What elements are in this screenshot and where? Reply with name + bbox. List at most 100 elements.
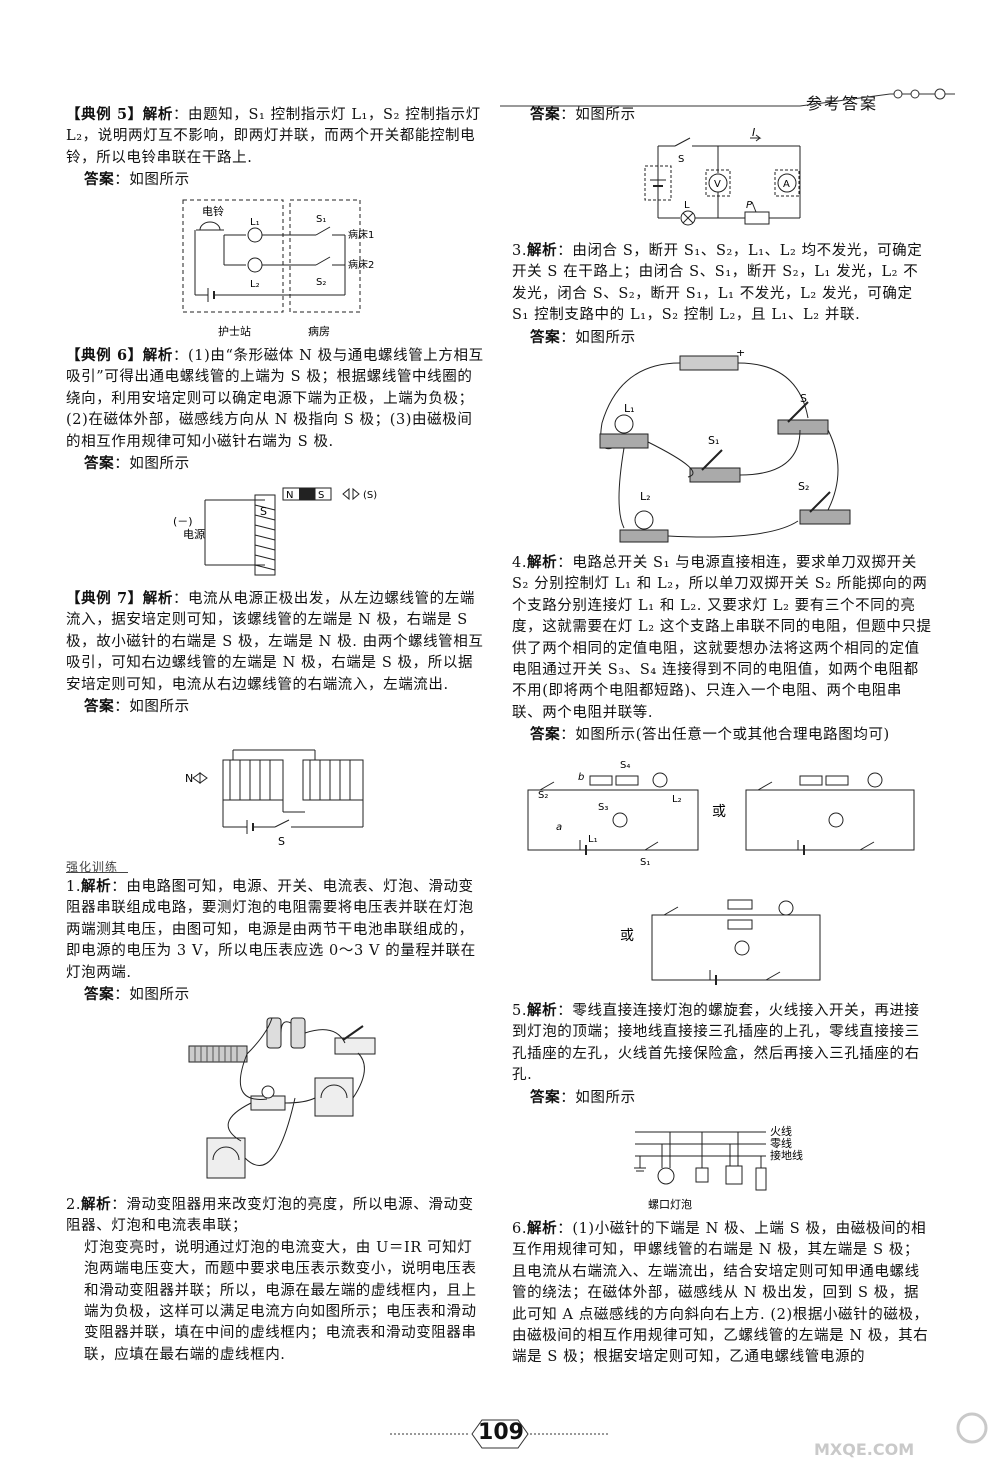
label-nurse-station: 护士站 xyxy=(218,324,251,338)
left-column: 【典例 5】解析：由题知，S₁ 控制指示灯 L₁，S₂ 控制指示灯 L₂，说明两… xyxy=(66,104,484,192)
example-5-tag: 【典例 5】 xyxy=(66,106,143,123)
label-l1: L₁ xyxy=(624,402,635,415)
analysis-label: 解析 xyxy=(527,242,558,259)
page-number-badge xyxy=(390,1419,610,1449)
label-voltmeter: V xyxy=(714,179,721,190)
answer-text: ：如图所示 xyxy=(560,1089,636,1106)
label-coil-s: S xyxy=(260,505,267,518)
answer-label: 答案 xyxy=(84,698,115,716)
question-4-block: 4.解析：电路总开关 S₁ 与电源直接相连，要求单刀双掷开关 S₂ 分别控制灯 … xyxy=(512,552,932,747)
circuit-option-3 xyxy=(651,899,821,985)
label-s: S xyxy=(278,835,285,848)
label-screw-bulb: 螺口灯泡 xyxy=(648,1197,692,1211)
header-rule xyxy=(500,88,955,107)
label-slider-p: P xyxy=(746,200,753,211)
circuit-option-2 xyxy=(745,772,915,855)
label-bed2: 病床2 xyxy=(348,258,374,271)
label-ward: 病房 xyxy=(308,324,330,338)
figure-q4-circuits: S₂ S₄ S₃ b a L₂ L₁ S₁ 或 或 xyxy=(527,760,915,985)
question-1-block: 1.解析：由电路图可知，电源、开关、电流表、灯泡、滑动变阻器串联组成电路，要测灯… xyxy=(66,876,484,1006)
analysis-label: 解析 xyxy=(527,554,558,571)
label-s1: S₁ xyxy=(708,434,719,447)
q2-text-2: 灯泡变亮时，说明通过灯泡的电流变大，由 U＝IR 可知灯泡两端电压变大，而题中要… xyxy=(84,1239,477,1363)
analysis-label: 解析 xyxy=(142,106,173,123)
label-magnet-s: S xyxy=(318,490,324,501)
right-answer-1: 答案：如图所示 xyxy=(512,104,932,126)
example-5: 【典例 5】解析：由题知，S₁ 控制指示灯 L₁，S₂ 控制指示灯 L₂，说明两… xyxy=(66,104,484,169)
label-s1: S₁ xyxy=(316,214,326,225)
label-current: I xyxy=(752,128,755,139)
label-lamp: L xyxy=(684,200,690,211)
figure-example-7: N S xyxy=(185,749,364,848)
q6-number: 6. xyxy=(512,1221,528,1237)
label-ammeter: A xyxy=(783,179,790,190)
label-l2: L₂ xyxy=(640,490,651,503)
question-6-block: 6.解析：(1)小磁针的下端是 N 极、上端 S 极，由磁极间的相互作用规律可知… xyxy=(512,1218,932,1369)
q6-text: ：(1)小磁针的下端是 N 极、上端 S 极，由磁极间的相互作用规律可知，甲螺线… xyxy=(512,1221,929,1366)
figure-example-6: (－) 电源 S N S (S) xyxy=(173,487,377,576)
label-s2: S₂ xyxy=(798,480,809,493)
answer-label: 答案 xyxy=(530,328,561,346)
analysis-label: 解析 xyxy=(527,1002,558,1019)
figure-example-5: 电铃 L₁ L₂ S₁ S₂ 病床1 病床2 护士站 病房 xyxy=(182,199,374,338)
question-2-block: 2.解析：滑动变阻器用来改变灯泡的亮度，所以电源、滑动变阻器、灯泡和电流表串联；… xyxy=(66,1194,484,1366)
analysis-label: 解析 xyxy=(142,347,173,364)
label-s2: S₂ xyxy=(538,790,548,801)
answer-text: ：如图所示 xyxy=(114,172,190,189)
example-5-text: ：由题知，S₁ 控制指示灯 L₁，S₂ 控制指示灯 L₂，说明两灯互不影响，即两… xyxy=(66,107,481,166)
figure-q3-apparatus: L₁ L₂ S S₁ S₂ + xyxy=(599,350,851,543)
answer-text: ：如图所示(答出任意一个或其他合理电路图均可) xyxy=(560,727,890,744)
q5-number: 5. xyxy=(512,1003,528,1019)
label-l1: L₁ xyxy=(588,834,598,845)
example-7-block: 【典例 7】解析：电流从电源正极出发，从左边螺线管的左端流入，据安培定则可知，该… xyxy=(66,588,484,718)
page-number: 109 xyxy=(478,1420,524,1445)
circuit-option-1: S₂ S₄ S₃ b a L₂ L₁ S₁ xyxy=(527,760,699,868)
answer-label: 答案 xyxy=(84,986,115,1004)
section-training: 强化训练 xyxy=(66,860,119,874)
figure-q1-apparatus xyxy=(188,1017,376,1179)
question-5-block: 5.解析：零线直接连接灯泡的螺旋套，火线接入开关，再进接到灯泡的顶端；接地线直接… xyxy=(512,1000,932,1109)
q4-text: ：电路总开关 S₁ 与电源直接相连，要求单刀双掷开关 S₂ 分别控制灯 L₁ 和… xyxy=(512,555,932,721)
label-s3: S₃ xyxy=(598,802,608,813)
label-negative: (－) xyxy=(173,515,193,528)
q3-text: ：由闭合 S，断开 S₁、S₂，L₁、L₂ 均不发光，可确定开关 S 在干路上；… xyxy=(512,243,923,324)
or-label-1: 或 xyxy=(712,804,726,820)
label-source: 电源 xyxy=(183,527,205,541)
question-3-block: 3.解析：由闭合 S，断开 S₁、S₂，L₁、L₂ 均不发光，可确定开关 S 在… xyxy=(512,240,932,349)
label-bell: 电铃 xyxy=(202,204,224,218)
label-b: b xyxy=(578,772,584,783)
example-6-tag: 【典例 6】 xyxy=(66,347,143,364)
watermark-logo: MXQE.COM xyxy=(812,1410,992,1464)
label-ground-wire: 接地线 xyxy=(770,1148,803,1162)
analysis-label: 解析 xyxy=(142,590,173,607)
label-a: a xyxy=(556,822,562,833)
example-6-text: ：(1)由“条形磁体 N 极与通电螺线管上方相互吸引”可得出通电螺线管的上端为 … xyxy=(66,348,484,450)
answer-label: 答案 xyxy=(84,171,115,189)
label-switch-s: S xyxy=(678,154,684,165)
analysis-label: 解析 xyxy=(81,878,112,895)
answer-text: ：如图所示 xyxy=(114,987,190,1004)
q1-number: 1. xyxy=(66,879,82,895)
label-l2: L₂ xyxy=(672,794,682,805)
training-underline xyxy=(66,872,128,873)
q5-text: ：零线直接连接灯泡的螺旋套，火线接入开关，再进接到灯泡的顶端；接地线直接接三孔插… xyxy=(512,1003,920,1084)
q1-text: ：由电路图可知，电源、开关、电流表、灯泡、滑动变阻器串联组成电路，要测灯泡的电阻… xyxy=(66,879,476,981)
answer-label: 答案 xyxy=(530,106,561,123)
label-n: N xyxy=(185,772,193,785)
label-bed1: 病床1 xyxy=(348,228,374,241)
q2-text: ：滑动变阻器用来改变灯泡的亮度，所以电源、滑动变阻器、灯泡和电流表串联； xyxy=(66,1197,474,1235)
label-live-wire: 火线 xyxy=(770,1124,792,1138)
svg-text:MXQE.COM: MXQE.COM xyxy=(814,1440,914,1459)
example-7-text: ：电流从电源正极出发，从左边螺线管的左端流入，据安培定则可知，该螺线管的左端是 … xyxy=(66,591,484,693)
or-label-2: 或 xyxy=(620,928,634,944)
example-7-tag: 【典例 7】 xyxy=(66,590,143,607)
label-s1: S₁ xyxy=(640,857,650,868)
answer-text: ：如图所示 xyxy=(114,699,190,716)
label-magnet-n: N xyxy=(286,490,293,501)
q4-number: 4. xyxy=(512,555,528,571)
analysis-label: 解析 xyxy=(81,1196,112,1213)
answer-text: ：如图所示 xyxy=(114,456,190,473)
example-6-block: 【典例 6】解析：(1)由“条形磁体 N 极与通电螺线管上方相互吸引”可得出通电… xyxy=(66,345,484,475)
answer-label: 答案 xyxy=(530,726,561,744)
label-s4: S₄ xyxy=(620,760,630,771)
